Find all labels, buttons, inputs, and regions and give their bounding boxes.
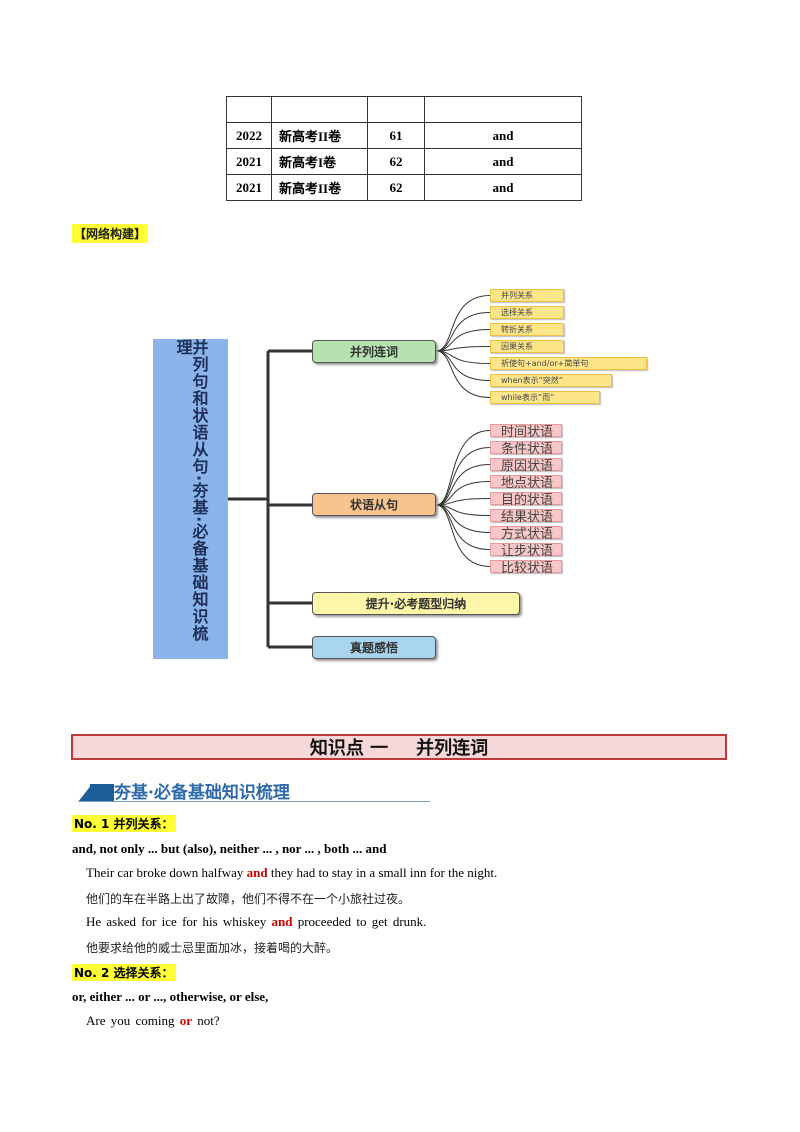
mindmap-leaf: 地点状语: [490, 475, 562, 491]
subheading-decoration: [78, 784, 92, 802]
table-cell-paper: 新高考I卷: [271, 148, 368, 175]
table-cell-num: 62: [367, 174, 425, 201]
branch-coordinating-conjunctions: 并列连词: [312, 340, 436, 363]
mindmap-leaf-connector: [435, 464, 491, 506]
mindmap-leaf-connector: [435, 447, 491, 506]
example-2-translation: 他要求给他的威士忌里面加冰，接着喝的大醉。: [86, 941, 339, 955]
network-heading: 【网络构建】: [72, 224, 149, 243]
no1-words: and, not only ... but (also), neither ..…: [72, 841, 387, 856]
mindmap-leaf: 时间状语: [490, 424, 562, 440]
mindmap-leaf: 选择关系: [490, 306, 564, 319]
mindmap-leaf-connector: [435, 295, 491, 352]
mindmap-connectors: [228, 295, 491, 649]
mindmap-leaf: 原因状语: [490, 458, 562, 474]
example-3: Are you coming or not?: [86, 1013, 220, 1028]
table-cell-paper: 新高考II卷: [271, 174, 368, 201]
branch-question-types: 提升·必考题型归纳: [312, 592, 520, 615]
keyword-and: and: [246, 865, 268, 880]
mindmap-leaf: 条件状语: [490, 441, 562, 457]
branch-real-exam: 真题感悟: [312, 636, 436, 659]
mindmap-leaf: 因果关系: [490, 340, 564, 353]
mindmap-leaf-connector: [435, 350, 491, 398]
table-cell-num: 62: [367, 148, 425, 175]
section-title-bar: 知识点 一 并列连词: [71, 734, 727, 760]
section-title-text: 并列连词: [416, 738, 489, 759]
table-cell-year: 2021: [226, 174, 272, 201]
example-2: He asked for ice for his whiskey and pro…: [86, 914, 427, 929]
keyword-and: and: [271, 914, 293, 929]
no2-label: No. 2 选择关系：: [72, 964, 176, 981]
mindmap-leaf-connector: [435, 498, 491, 506]
mindmap-leaf: while表示“而”: [490, 391, 600, 404]
example-1: Their car broke down halfway and they ha…: [86, 865, 498, 880]
subheading-underline: [78, 801, 430, 802]
mindmap-leaf: 祈使句+and/or+简单句: [490, 357, 647, 370]
mindmap-leaf: 方式状语: [490, 526, 562, 542]
subheading-bar: [90, 784, 114, 802]
table-cell-year: 2021: [226, 148, 272, 175]
subheading-text: 夯基·必备基础知识梳理: [114, 783, 290, 803]
keyword-or: or: [179, 1013, 193, 1028]
no1-label: No. 1 并列关系：: [72, 815, 176, 832]
branch-adverbial-clauses: 状语从句: [312, 493, 436, 516]
mindmap-leaf: 并列关系: [490, 289, 564, 302]
mindmap-leaf-connector: [435, 312, 491, 352]
mindmap-leaf: when表示“突然”: [490, 374, 612, 387]
mindmap-leaf: 转折关系: [490, 323, 564, 336]
table-cell-paper: 新高考II卷: [271, 122, 368, 149]
mindmap-leaf-connector: [435, 504, 491, 567]
mindmap-leaf: 让步状语: [490, 543, 562, 559]
mindmap-leaf-connector: [435, 430, 491, 506]
subheading: 夯基·必备基础知识梳理: [78, 776, 430, 804]
mindmap-root-label: 并列句和状语从句·夯基·必备基础知识梳理: [173, 339, 209, 643]
table-cell-num: [367, 96, 425, 123]
mindmap-root: 并列句和状语从句·夯基·必备基础知识梳理: [153, 339, 228, 659]
mindmap-leaf: 比较状语: [490, 560, 562, 576]
section-title-number: 知识点 一: [309, 738, 389, 759]
no2-words: or, either ... or ..., otherwise, or els…: [72, 989, 269, 1004]
table-cell-answer: and: [424, 174, 582, 201]
example-1-translation: 他们的车在半路上出了故障，他们不得不在一个小旅社过夜。: [86, 892, 411, 906]
table-cell-answer: and: [424, 122, 582, 149]
mindmap-leaf: 目的状语: [490, 492, 562, 508]
mindmap-leaf: 结果状语: [490, 509, 562, 525]
